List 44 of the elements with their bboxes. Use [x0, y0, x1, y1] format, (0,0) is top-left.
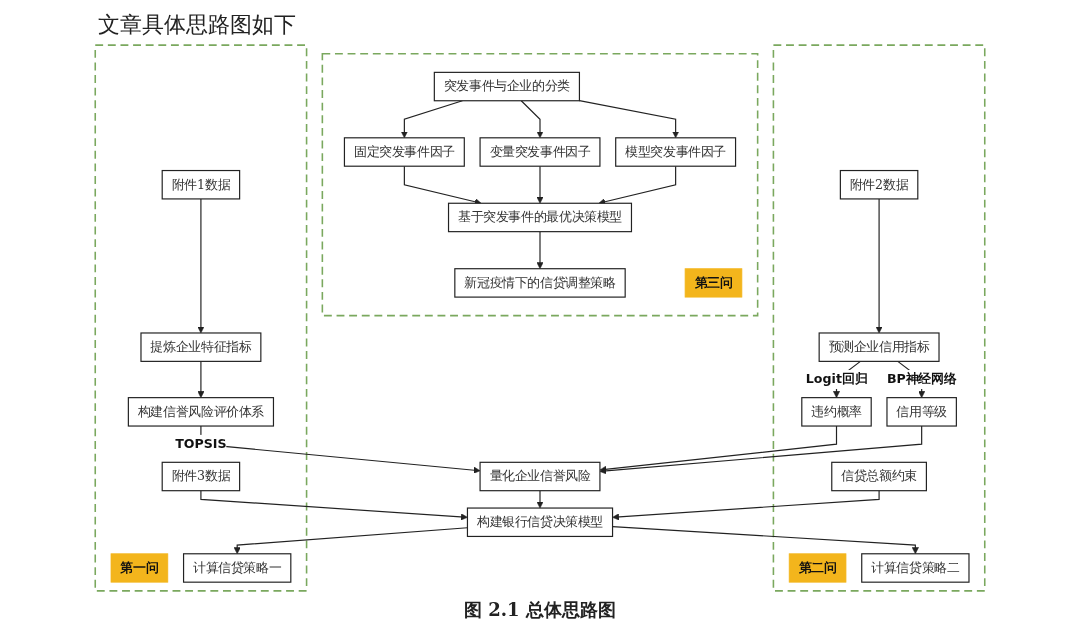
node-box: 提炼企业特征指标 [140, 332, 262, 362]
node-box: 新冠疫情下的信贷调整策略 [454, 268, 626, 298]
arrow [197, 360, 205, 398]
node-box: 信贷总额约束 [831, 461, 927, 492]
node-box: 附件2数据 [839, 169, 919, 200]
edge-label: TOPSIS [175, 436, 227, 452]
node-box: 构建信誉风险评价体系 [127, 397, 275, 427]
arrow [536, 165, 544, 204]
arrow [200, 490, 468, 521]
node-box: 基于突发事件的最优决策模型 [447, 202, 633, 233]
figure-caption: 图 2.1 总体思路图 [464, 598, 616, 622]
node-box: 构建银行信贷决策模型 [466, 507, 614, 537]
node-box: 附件1数据 [161, 169, 241, 200]
arrow [400, 100, 463, 139]
node-box: 附件3数据 [161, 461, 241, 492]
arrow [200, 425, 481, 474]
arrow [875, 198, 883, 334]
node-box: 固定突发事件因子 [343, 137, 465, 167]
node-box: 预测企业信用指标 [818, 332, 940, 362]
node-box: 第二问 [788, 553, 847, 583]
node-box: 第三问 [684, 268, 743, 298]
node-box: 违约概率 [801, 397, 872, 427]
node-box: 第一问 [110, 553, 169, 583]
arrow [578, 100, 680, 139]
arrow [520, 100, 544, 139]
diagram-title: 文章具体思路图如下 [98, 11, 296, 39]
edge-label: Logit回归 [805, 371, 868, 387]
edge-label: BP神经网络 [887, 371, 957, 387]
cluster [321, 53, 759, 317]
arrow [612, 490, 880, 521]
node-box: 信用等级 [886, 397, 957, 427]
node-box: 计算信贷策略一 [183, 553, 292, 583]
arrow [599, 425, 923, 475]
node-box: 模型突发事件因子 [615, 137, 737, 167]
cluster [772, 44, 986, 592]
node-box: 量化企业信誉风险 [479, 461, 601, 492]
node-box: 突发事件与企业的分类 [433, 71, 580, 102]
node-box: 变量突发事件因子 [479, 137, 601, 167]
arrow [536, 231, 544, 270]
arrow [599, 425, 838, 473]
cluster [94, 44, 308, 592]
arrow [197, 198, 205, 334]
arrow [536, 490, 544, 509]
node-box: 计算信贷策略二 [861, 553, 970, 583]
